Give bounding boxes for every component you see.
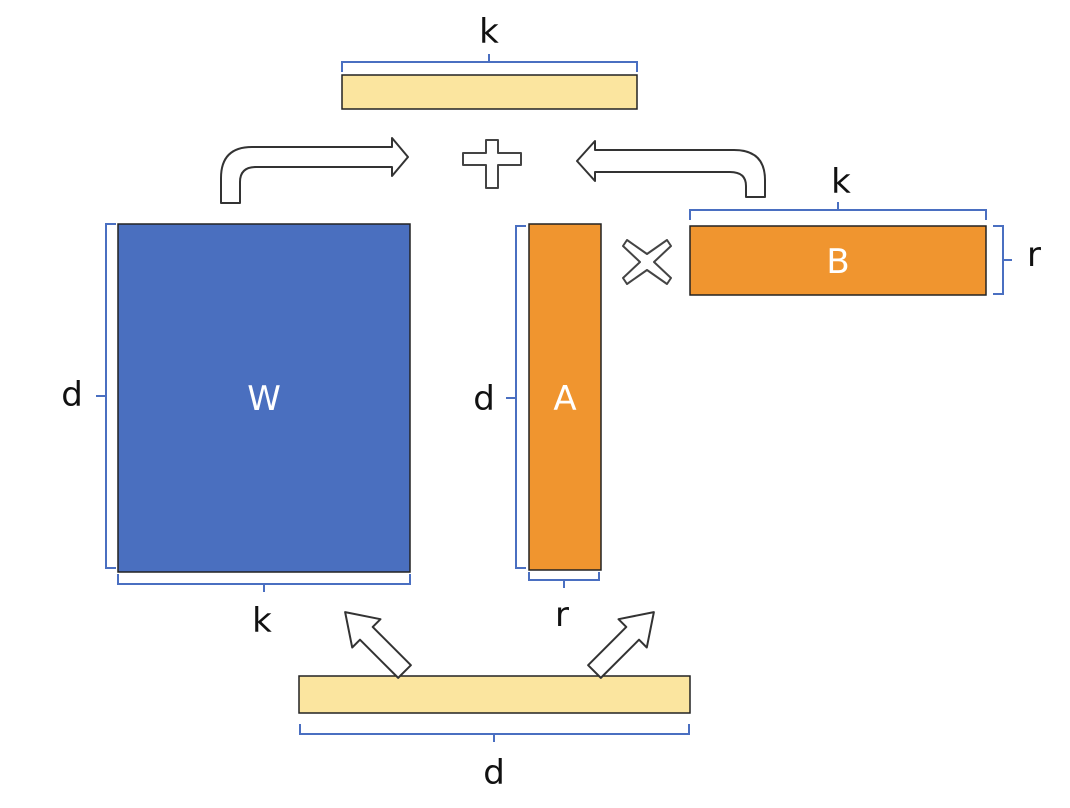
b-height-brace <box>993 225 1012 295</box>
input-vector-group: d <box>298 675 691 793</box>
a-width-label: r <box>555 595 569 635</box>
b-matrix-label: B <box>826 242 849 282</box>
a-height-brace <box>506 225 526 569</box>
a-matrix-group: d A r <box>473 223 602 635</box>
input-vector <box>298 675 691 714</box>
w-height-brace <box>96 223 116 569</box>
plus-icon <box>462 139 522 189</box>
a-height-label: d <box>473 379 495 419</box>
w-width-brace <box>117 574 411 592</box>
multiply-icon <box>622 239 672 285</box>
b-matrix-group: k B r <box>689 162 1041 296</box>
input-width-label: d <box>483 753 505 793</box>
bent-arrow-right-icon <box>576 140 766 198</box>
arrow-up-left-icon <box>344 611 412 679</box>
output-width-brace <box>341 54 638 72</box>
w-matrix-group: d W k <box>61 223 411 641</box>
input-width-brace <box>299 724 690 742</box>
a-width-brace <box>528 572 600 588</box>
arrow-up-right-icon <box>587 611 655 679</box>
a-matrix <box>528 223 602 571</box>
output-vector-group: k <box>341 12 638 110</box>
b-width-brace <box>689 202 987 220</box>
output-width-label: k <box>479 12 499 52</box>
w-matrix <box>117 223 411 573</box>
b-width-label: k <box>831 162 851 202</box>
w-matrix-label: W <box>247 379 281 419</box>
w-width-label: k <box>252 601 272 641</box>
b-matrix <box>689 225 987 296</box>
w-height-label: d <box>61 375 83 415</box>
bent-arrow-left-icon <box>220 137 409 204</box>
output-vector <box>341 74 638 110</box>
a-matrix-label: A <box>553 379 576 419</box>
b-height-label: r <box>1027 235 1041 275</box>
